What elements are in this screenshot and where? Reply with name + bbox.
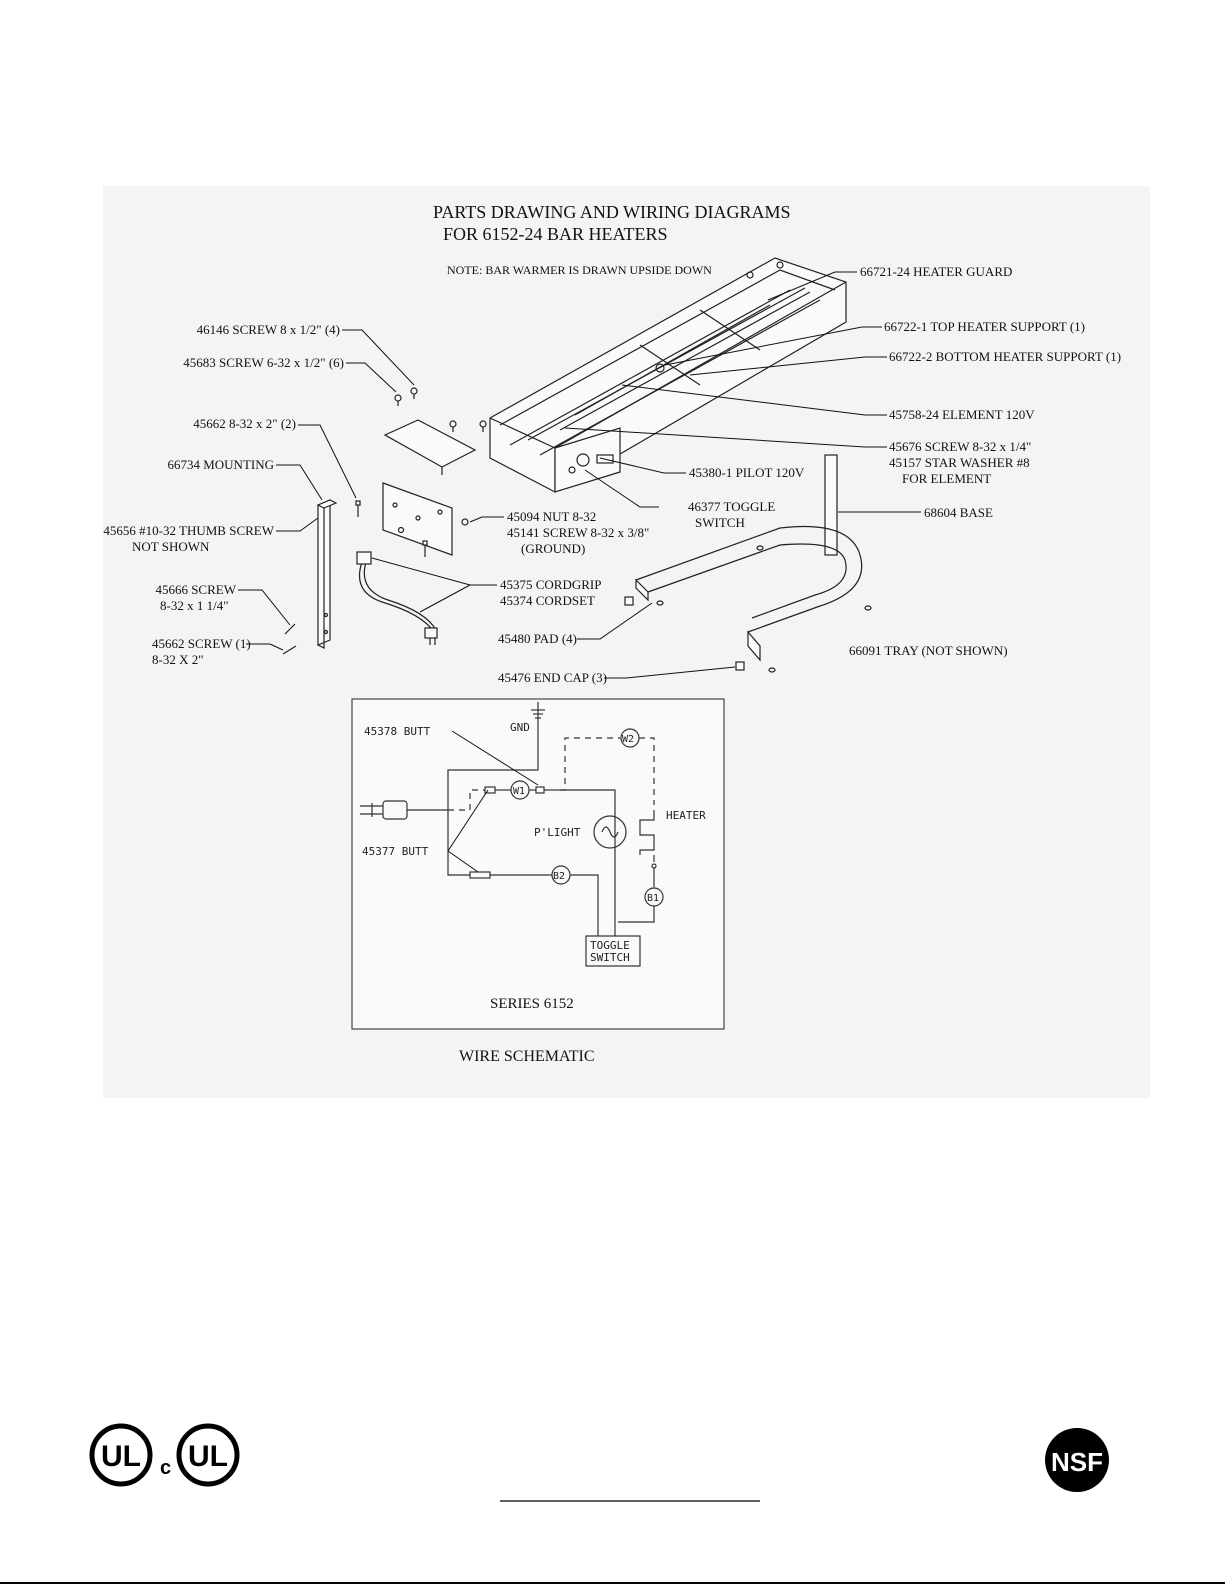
cul-c-letter: c bbox=[160, 1457, 171, 1479]
schematic-plight-label: P'LIGHT bbox=[534, 826, 581, 839]
label-toggle-2: SWITCH bbox=[695, 515, 745, 530]
schematic-heater-label: HEATER bbox=[666, 809, 706, 822]
label-screw-45662a: 45662 8-32 x 2" (2) bbox=[193, 416, 296, 431]
mounting-plate bbox=[382, 482, 453, 556]
cul-logo: UL bbox=[176, 1423, 240, 1487]
label-endcap: 45476 END CAP (3) bbox=[498, 670, 607, 685]
heater-body bbox=[489, 257, 847, 493]
cover-plate bbox=[383, 419, 477, 475]
label-screw-46146: 46146 SCREW 8 x 1/2" (4) bbox=[197, 322, 340, 337]
drawing-note: NOTE: BAR WARMER IS DRAWN UPSIDE DOWN bbox=[447, 263, 712, 277]
nsf-logo: NSF bbox=[1045, 1428, 1109, 1492]
label-pad: 45480 PAD (4) bbox=[498, 631, 577, 646]
label-pilot: 45380-1 PILOT 120V bbox=[689, 465, 805, 480]
title-line-1: PARTS DRAWING AND WIRING DIAGRAMS bbox=[433, 202, 791, 222]
label-nut-3: (GROUND) bbox=[521, 541, 585, 556]
schematic-series-label: SERIES 6152 bbox=[490, 996, 574, 1012]
label-base: 68604 BASE bbox=[924, 505, 993, 520]
mounting-post bbox=[316, 499, 338, 649]
schematic-butt-45378: 45378 BUTT bbox=[364, 725, 431, 738]
label-bottom-support: 66722-2 BOTTOM HEATER SUPPORT (1) bbox=[889, 349, 1121, 364]
wire-schematic: GND W1 W2 B1 HEATER bbox=[351, 698, 725, 1030]
cul-logo-text: UL bbox=[188, 1440, 228, 1473]
label-element-screw-3: FOR ELEMENT bbox=[902, 471, 991, 486]
label-mounting: 66734 MOUNTING bbox=[167, 457, 274, 472]
label-screw-45666-2: 8-32 x 1 1/4" bbox=[160, 598, 229, 613]
label-cord-2: 45374 CORDSET bbox=[500, 593, 595, 608]
title-line-2: FOR 6152-24 BAR HEATERS bbox=[443, 224, 668, 244]
label-nut-2: 45141 SCREW 8-32 x 3/8" bbox=[507, 525, 649, 540]
cordset bbox=[356, 551, 438, 645]
schematic-butt-45377: 45377 BUTT bbox=[362, 845, 429, 858]
label-toggle-1: 46377 TOGGLE bbox=[688, 499, 775, 514]
label-tray: 66091 TRAY (NOT SHOWN) bbox=[849, 643, 1008, 658]
label-element-screw-1: 45676 SCREW 8-32 x 1/4" bbox=[889, 439, 1031, 454]
label-thumb-2: NOT SHOWN bbox=[132, 539, 210, 554]
label-screw-45666-1: 45666 SCREW bbox=[155, 582, 236, 597]
callout-labels: 66721-24 HEATER GUARD 66722-1 TOP HEATER… bbox=[103, 264, 1121, 685]
label-heater-guard: 66721-24 HEATER GUARD bbox=[860, 264, 1012, 279]
label-cord-1: 45375 CORDGRIP bbox=[500, 577, 602, 592]
screws bbox=[282, 387, 487, 655]
label-element: 45758-24 ELEMENT 120V bbox=[889, 407, 1035, 422]
base-frame bbox=[624, 454, 872, 673]
schematic-w1-label: W1 bbox=[513, 786, 525, 797]
schematic-caption: WIRE SCHEMATIC bbox=[459, 1048, 595, 1065]
label-top-support: 66722-1 TOP HEATER SUPPORT (1) bbox=[884, 319, 1085, 334]
label-screw-45662b-1: 45662 SCREW (1) bbox=[152, 636, 251, 651]
label-element-screw-2: 45157 STAR WASHER #8 bbox=[889, 455, 1030, 470]
label-screw-45662b-2: 8-32 X 2" bbox=[152, 652, 204, 667]
schematic-b2-label: B2 bbox=[553, 871, 565, 882]
label-thumb-1: 45656 #10-32 THUMB SCREW bbox=[103, 523, 274, 538]
schematic-toggle-2: SWITCH bbox=[590, 951, 630, 964]
leader-lines bbox=[238, 271, 921, 679]
label-nut-1: 45094 NUT 8-32 bbox=[507, 509, 596, 524]
schematic-w2-label: W2 bbox=[622, 734, 634, 745]
schematic-gnd-label: GND bbox=[510, 721, 530, 734]
ul-logo: UL bbox=[89, 1423, 153, 1487]
schematic-b1-label: B1 bbox=[647, 893, 659, 904]
schematic-toggle-1: TOGGLE bbox=[590, 939, 630, 952]
label-screw-45683: 45683 SCREW 6-32 x 1/2" (6) bbox=[183, 355, 344, 370]
nsf-logo-text: NSF bbox=[1051, 1447, 1103, 1477]
ul-logo-text: UL bbox=[101, 1440, 141, 1473]
